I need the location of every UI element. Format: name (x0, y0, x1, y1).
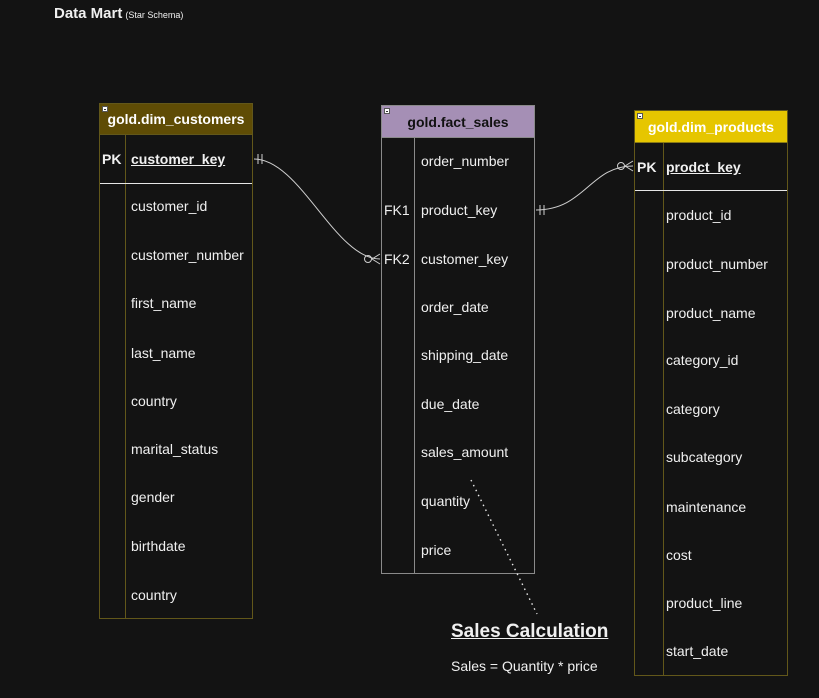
fk2-label: FK2 (384, 251, 410, 267)
column-divider (125, 135, 126, 618)
field-name: product_line (666, 595, 743, 611)
field-name: product_id (666, 207, 732, 223)
diagram-title: Data Mart(Star Schema) (54, 5, 183, 22)
diagram-subtitle: (Star Schema) (125, 10, 184, 20)
field-name: marital_status (131, 441, 219, 457)
pk-label: PK (102, 151, 122, 167)
collapse-icon[interactable] (384, 108, 390, 114)
field-name: last_name (131, 345, 196, 361)
field-name: customer_key (421, 251, 509, 267)
field-name: due_date (421, 396, 480, 412)
field-name: country (131, 587, 177, 603)
table-fact-sales-header[interactable]: gold.fact_sales (382, 106, 534, 138)
table-dim-customers[interactable]: gold.dim_customers PK customer_key custo… (99, 103, 253, 619)
field-name: product_key (421, 202, 498, 218)
table-dim-customers-header[interactable]: gold.dim_customers (100, 104, 252, 135)
field-name: maintenance (666, 499, 747, 515)
collapse-icon[interactable] (102, 106, 108, 112)
sales-calculation-title: Sales Calculation (451, 621, 609, 642)
field-name: quantity (421, 493, 471, 509)
field-name: subcategory (666, 449, 743, 465)
field-name: shipping_date (421, 347, 509, 363)
pk-field: prodct_key (666, 159, 741, 175)
relationship-line[interactable] (253, 158, 381, 260)
table-dim-products[interactable]: gold.dim_products PK prodct_key product_… (634, 110, 788, 676)
field-name: country (131, 393, 177, 409)
note-connector (470, 479, 538, 615)
column-divider (414, 138, 415, 573)
relationship-line[interactable] (535, 165, 634, 211)
collapse-icon[interactable] (637, 113, 643, 119)
field-name: order_date (421, 299, 489, 315)
table-fact-sales-title: gold.fact_sales (407, 113, 509, 130)
table-dim-customers-title: gold.dim_customers (107, 111, 245, 127)
field-name: sales_amount (421, 444, 509, 460)
customers-to-fact-relationship[interactable] (253, 154, 381, 265)
field-name: first_name (131, 295, 197, 311)
field-name: price (421, 542, 452, 558)
table-dim-products-header[interactable]: gold.dim_products (635, 111, 787, 143)
field-name: customer_id (131, 198, 208, 214)
column-divider (663, 143, 664, 675)
field-name: order_number (421, 153, 509, 169)
field-name: gender (131, 489, 175, 505)
pk-label: PK (637, 159, 657, 175)
field-name: birthdate (131, 538, 186, 554)
zero-many-marker (617, 162, 625, 170)
field-name: customer_number (131, 247, 244, 263)
table-dim-products-title: gold.dim_products (648, 118, 774, 135)
diagram-title-text: Data Mart (54, 5, 123, 22)
field-name: start_date (666, 643, 729, 659)
field-name: cost (666, 547, 692, 563)
fk1-label: FK1 (384, 202, 410, 218)
field-name: category_id (666, 352, 739, 368)
table-fact-sales[interactable]: gold.fact_sales order_number FK1 product_… (381, 105, 535, 574)
pk-divider (635, 190, 787, 191)
crows-foot-marker (624, 160, 634, 172)
field-name: product_name (666, 305, 756, 321)
field-name: product_number (666, 256, 768, 272)
products-to-fact-relationship[interactable] (535, 160, 634, 215)
pk-divider (100, 183, 252, 184)
field-name: category (666, 401, 720, 417)
zero-many-marker (364, 255, 372, 263)
sales-calculation-formula: Sales = Quantity * price (451, 658, 598, 674)
crows-foot-marker (371, 253, 381, 265)
pk-field: customer_key (131, 151, 226, 167)
